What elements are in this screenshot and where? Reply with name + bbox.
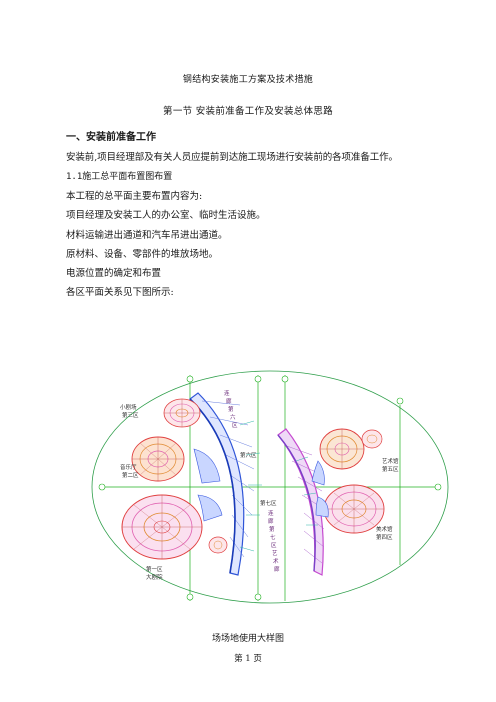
paragraph-2: 1.1施工总平面布置图布置 — [66, 172, 173, 182]
paragraph-8: 各区平面关系见下图所示: — [66, 287, 174, 298]
svg-text:区: 区 — [271, 542, 277, 549]
left-corridor-outer — [189, 398, 236, 574]
left-lobby-2 — [197, 494, 223, 522]
site-plan-figure: 小剧场 第三区 音乐厅 第二区 第一区 大剧院 第六区 第七区 艺术馆 第五区 … — [91, 370, 449, 604]
svg-text:第: 第 — [269, 525, 275, 533]
zone4-label-1: 美术馆 — [376, 525, 393, 533]
right-corridor-inner — [277, 434, 316, 572]
right-small-dome — [361, 429, 383, 449]
zone5-label-1: 艺术馆 — [382, 457, 399, 465]
left-small-dome — [208, 536, 228, 554]
left-lobby-1 — [193, 448, 221, 484]
zone3-label-2: 第三区 — [122, 411, 139, 419]
document-title: 钢结构安装施工方案及技术措施 — [182, 75, 314, 85]
zone4-label-2: 第四区 — [376, 533, 393, 541]
paragraph-3: 本工程的总平面主要布置内容为: — [66, 191, 203, 202]
paragraph-7: 电源位置的确定和布置 — [66, 268, 162, 279]
zone-labels: 小剧场 第三区 音乐厅 第二区 第一区 大剧院 第六区 第七区 艺术馆 第五区 … — [120, 403, 399, 581]
svg-text:廊: 廊 — [226, 397, 232, 405]
svg-text:廊: 廊 — [274, 565, 280, 573]
zone4-dome — [323, 484, 385, 534]
left-band-vertical-label: 连 廊 第 六 区 — [224, 389, 238, 429]
svg-text:六: 六 — [230, 413, 236, 421]
paragraph-1: 安装前,项目经理部及有关人员应提前到达施工现场进行安装前的各项准备工作。 — [66, 152, 398, 163]
zone6-label: 第六区 — [240, 451, 257, 459]
paragraph-5: 材料运输进出通道和汽车吊进出通道。 — [66, 230, 228, 241]
site-boundary-ellipse — [91, 370, 449, 604]
svg-text:连: 连 — [268, 509, 274, 517]
svg-text:七: 七 — [270, 533, 276, 541]
figure-caption: 场场地使用大样图 — [211, 634, 284, 644]
svg-text:艺: 艺 — [272, 550, 278, 557]
zone1-dome — [121, 494, 203, 560]
paragraph-6: 原材料、设备、零部件的堆放场地。 — [66, 249, 219, 260]
zone1-label-1: 第一区 — [146, 565, 163, 573]
right-lobby-2 — [315, 496, 329, 518]
left-corridor-hatch — [201, 400, 255, 558]
zone7-label: 第七区 — [260, 499, 277, 507]
svg-text:区: 区 — [232, 422, 238, 429]
zone2-label-2: 第二区 — [122, 471, 139, 479]
zone2-dome — [131, 436, 185, 482]
zone5-dome — [319, 428, 365, 470]
page-number: 第 1 页 — [234, 654, 262, 664]
connector-ties — [239, 420, 318, 552]
axis-markers — [98, 375, 442, 601]
right-band-vertical-label: 连 廊 第 七 区 艺 术 廊 — [268, 509, 280, 573]
zone1-label-2: 大剧院 — [146, 573, 163, 581]
svg-text:术: 术 — [273, 557, 279, 565]
zone3-label-1: 小剧场 — [120, 403, 137, 411]
svg-text:连: 连 — [224, 389, 230, 397]
zone5-label-2: 第五区 — [382, 465, 399, 473]
svg-text:第: 第 — [228, 405, 234, 413]
zone3-dome — [163, 398, 201, 428]
svg-text:廊: 廊 — [268, 517, 274, 525]
zone2-label-1: 音乐厅 — [120, 463, 137, 471]
paragraph-4: 项目经理及安装工人的办公室、临时生活设施。 — [66, 210, 266, 221]
right-lobby-1 — [311, 460, 325, 486]
subsection-heading: 一、安装前准备工作 — [66, 132, 156, 143]
section-heading: 第一节 安装前准备工作及安装总体思路 — [163, 106, 333, 117]
